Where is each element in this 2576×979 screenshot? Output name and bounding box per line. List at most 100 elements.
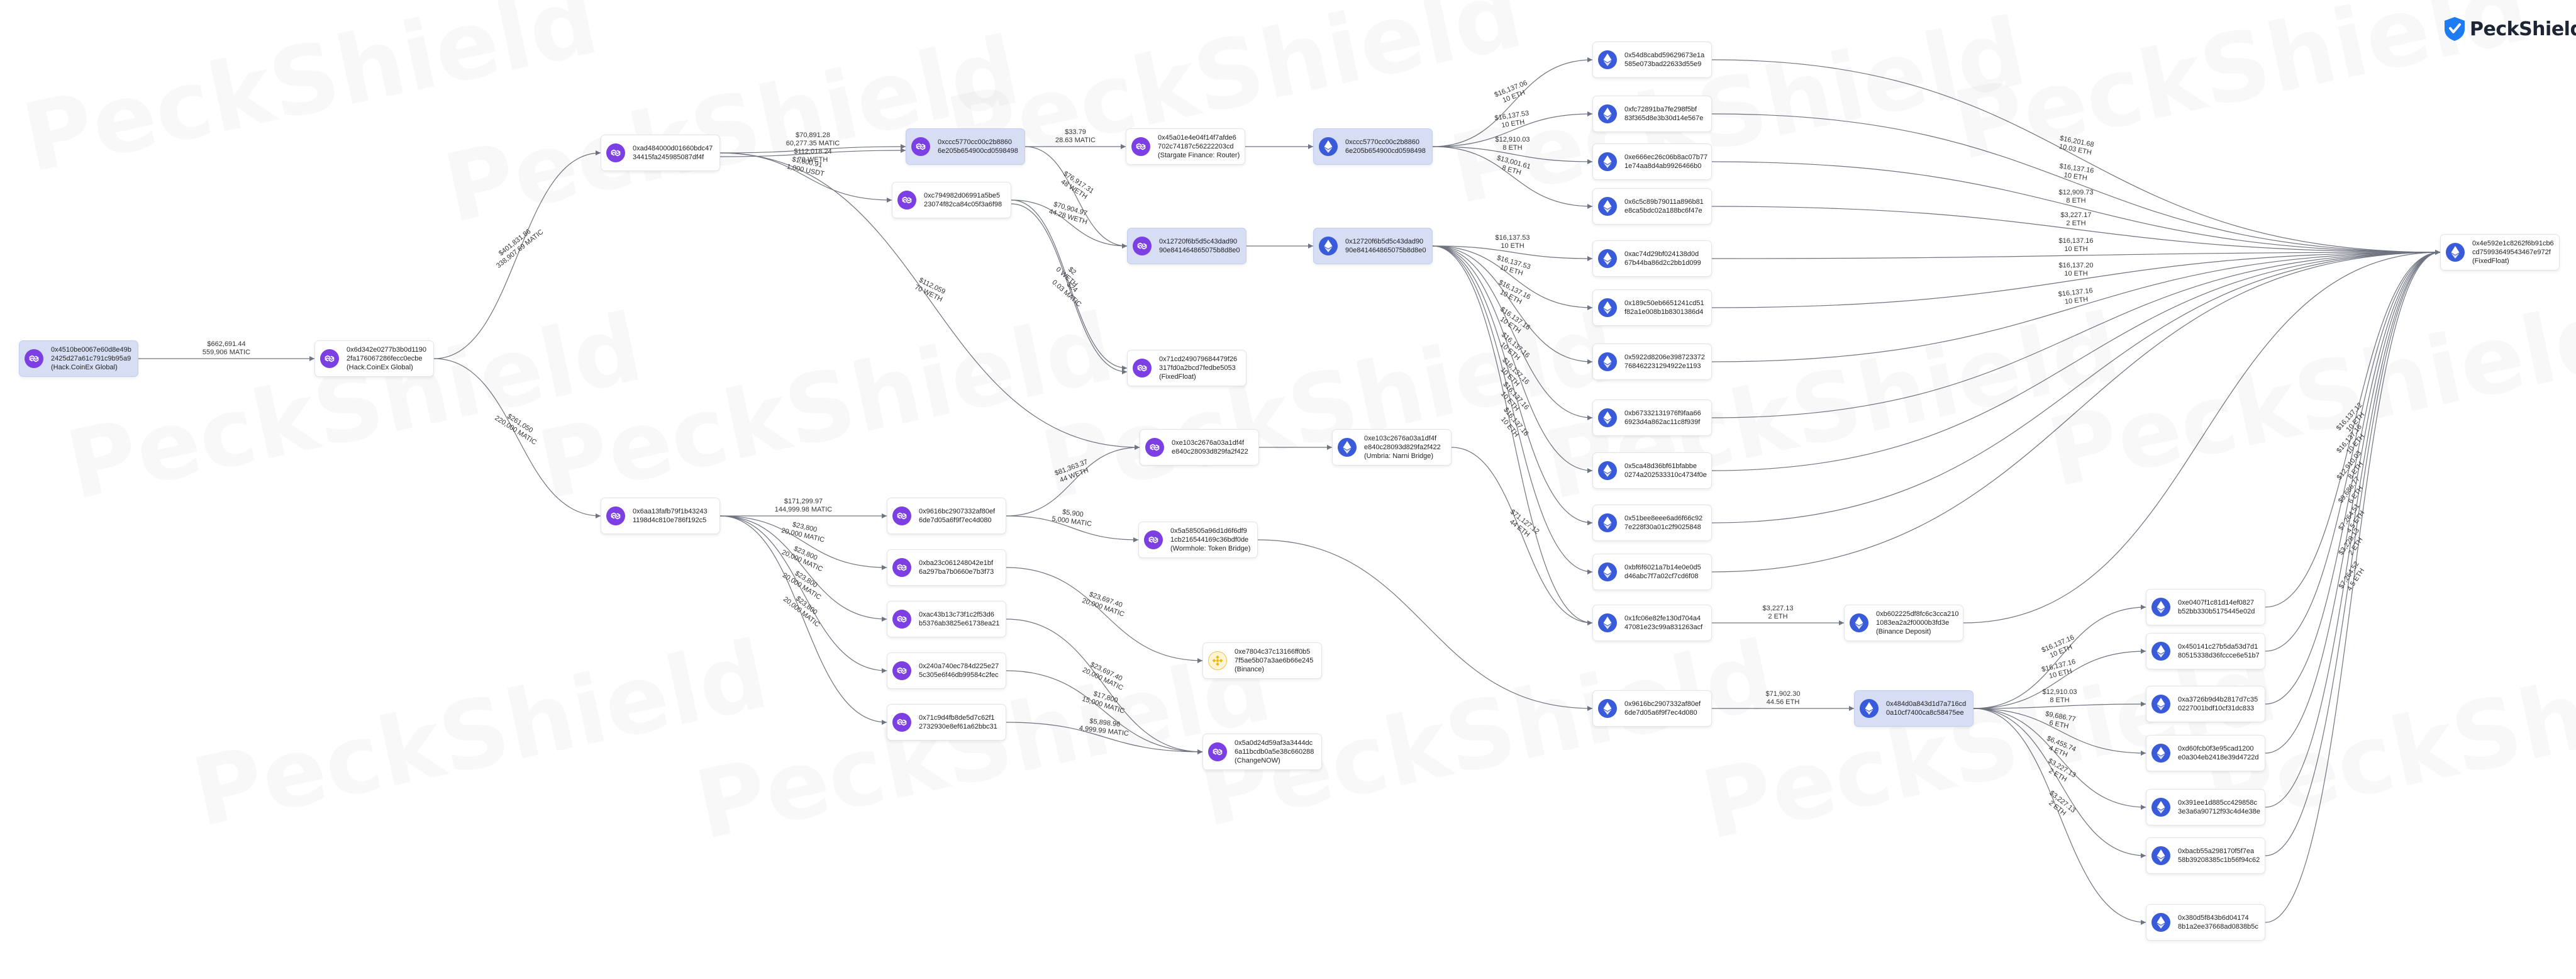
node-label: (ChangeNOW) xyxy=(1235,757,1280,764)
node-address-line: 0x6c5c89b79011a896b81 xyxy=(1624,198,1704,206)
edge-token-amount: 8 ETH xyxy=(2066,197,2086,204)
transfer-edge xyxy=(719,515,887,568)
edge-usd-value: $33.79 xyxy=(1065,128,1086,136)
node-address-line: 0xbacb55a298170f5f7ea xyxy=(2178,848,2255,855)
polygon-icon xyxy=(25,349,43,368)
node-address-line: 0a10cf7400ca8c58475ee xyxy=(1886,709,1964,717)
node-label: (Stargate Finance: Router) xyxy=(1158,152,1240,159)
transfer-edge xyxy=(1973,708,2146,923)
node-address-line: 0x6aa13fafb79f1b43243 xyxy=(633,508,708,515)
node-address-line: 0xb602225df8fc6c3cca210 xyxy=(1876,610,1959,618)
transfer-edge xyxy=(719,515,887,723)
node-address-line: 0274a202533310c4734f0e xyxy=(1624,471,1707,479)
edge-arrowhead xyxy=(882,565,887,570)
edge-arrowhead xyxy=(1587,111,1592,116)
edge-token-amount: 28.63 MATIC xyxy=(1055,137,1096,144)
brand-logo: PeckShield xyxy=(2443,16,2576,42)
node-address-line: 0xb67332131976f9faa66 xyxy=(1624,410,1701,417)
polygon-icon xyxy=(892,558,911,577)
edge-token-amount: 8 ETH xyxy=(2050,696,2070,704)
ethereum-icon xyxy=(2151,695,2170,713)
edge-usd-value: $16,137.20 xyxy=(2058,262,2094,269)
transfer-edge xyxy=(719,515,887,620)
node-address-line: 0x189c50eb6651241cd51 xyxy=(1624,299,1704,307)
node-address-line: 47081e23c99a831263acf xyxy=(1624,624,1703,631)
edge-arrowhead xyxy=(1122,366,1127,371)
ethereum-icon xyxy=(1850,613,1868,632)
edge-arrowhead xyxy=(1327,445,1332,450)
node-address-line: 0xe0407f1c81d14ef0827 xyxy=(2178,599,2255,607)
ethereum-icon xyxy=(1860,699,1879,718)
node-label: (Hack.CoinEx Global) xyxy=(51,364,118,371)
edge-token-amount: 2 ETH xyxy=(1768,613,1788,620)
node-address-line: 90e841464865075b8d8e0 xyxy=(1159,247,1240,254)
edge-usd-value: $12,909.73 xyxy=(2058,189,2094,196)
edge-token-amount: 70 WETH xyxy=(797,156,828,164)
transfer-edge xyxy=(1451,447,1593,624)
transfer-edge xyxy=(1432,245,1593,362)
transfer-edge xyxy=(433,152,601,359)
shield-icon xyxy=(2445,17,2465,41)
node-address-line: 0xe103c2676a03a1df4f xyxy=(1364,435,1436,442)
node-address-line: 0x5922d8206e398723372 xyxy=(1624,354,1705,361)
ethereum-icon xyxy=(1598,298,1617,317)
transfer-edge xyxy=(1257,539,1593,709)
ethereum-icon xyxy=(1338,438,1357,457)
edge-token-amount: 10 ETH xyxy=(2064,245,2088,253)
node-address-line: 6e205b654900cd0598498 xyxy=(1345,147,1426,155)
edge-arrowhead xyxy=(1135,445,1140,450)
edge-arrowhead xyxy=(2141,920,2146,925)
